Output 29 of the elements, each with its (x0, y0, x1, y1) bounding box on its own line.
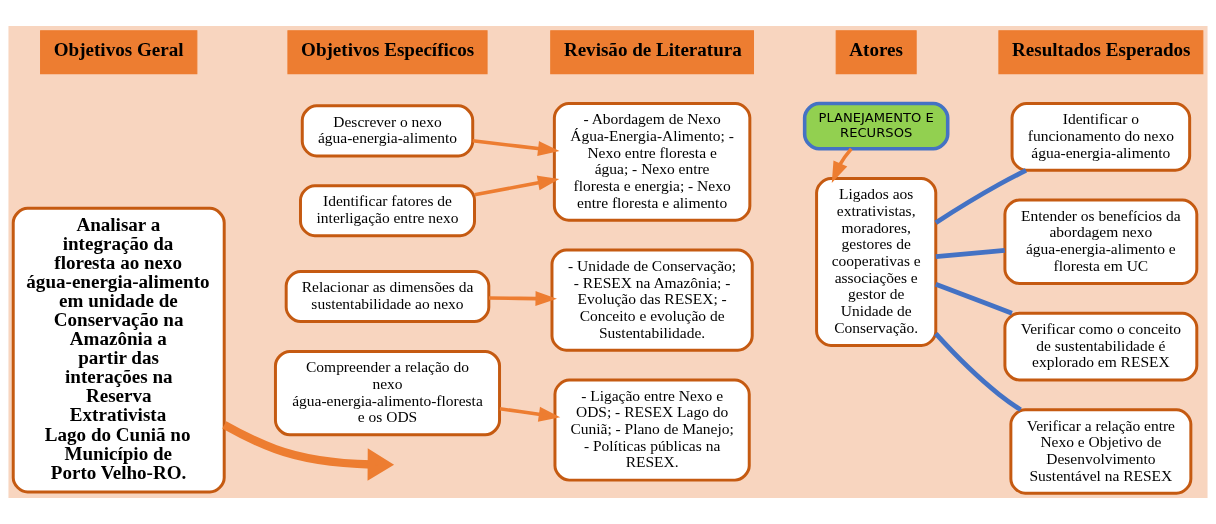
node-box: Atores (835, 30, 917, 75)
arrow (499, 406, 561, 422)
connector (934, 168, 1028, 225)
node-box: Identificar o funcionamento do nexo água-energia-alimento (1010, 102, 1192, 172)
node-box: Objetivos Específicos (287, 30, 488, 75)
arrow (472, 139, 560, 157)
arrow (222, 421, 395, 481)
node-box: Verificar a relação entre Nexo e Objetivo de Desenvolvimento Sustentável na RESEX (1009, 408, 1193, 495)
node-box: Relacionar as dimensões da sustentabilidade ao nexo (284, 270, 491, 324)
node-box: Resultados Esperados (998, 30, 1204, 75)
node-box: Ligados aos extrativistas, moradores, gestores de cooperativas e associações e gestor de Unidade de Conservação. (815, 177, 938, 347)
node-box: Objetivos Geral (40, 30, 198, 75)
node-box: Analisar a integração da floresta ao nexo água-energia-alimento em unidade de Conservação na Amazônia a partir das interações na Reserva Extrativista Lago do Cuniã no Município de Porto Velho-RO. (11, 206, 226, 494)
arrow (474, 175, 560, 197)
arrow (831, 147, 853, 184)
node-box: - Unidade de Conservação; - RESEX na Amazônia; - Evolução das RESEX; - Conceito e evolução de Sustentabilidade. (550, 248, 754, 352)
node-box: PLANEJAMENTO E RECURSOS (802, 101, 950, 151)
connector (934, 332, 1022, 412)
node-box: Descrever o nexo água-energia-alimento (300, 104, 475, 158)
node-box: Verificar como o conceito de sustentabilidade é explorado em RESEX (1003, 311, 1199, 382)
node-box: - Ligação entre Nexo e ODS; - RESEX Lago do Cuniã; - Plano de Manejo; - Políticas públicas na RESEX. (553, 378, 751, 482)
node-box: Compreender a relação do nexo água-energia-alimento-floresta e os ODS (273, 349, 502, 437)
arrow (488, 291, 557, 307)
node-box: Revisão de Literatura (550, 30, 754, 75)
node-box: Identificar fatores de interligação entre nexo (299, 184, 476, 238)
node-box: Entender os benefícios da abordagem nexo água-energia-alimento e floresta em UC (1003, 198, 1199, 285)
connector (934, 282, 1013, 316)
node-box: - Abordagem de Nexo Água-Energia-Alimento; - Nexo entre floresta e água; - Nexo entre floresta e energia; - Nexo entre floresta e alimento (552, 102, 752, 222)
connector (935, 248, 1005, 260)
